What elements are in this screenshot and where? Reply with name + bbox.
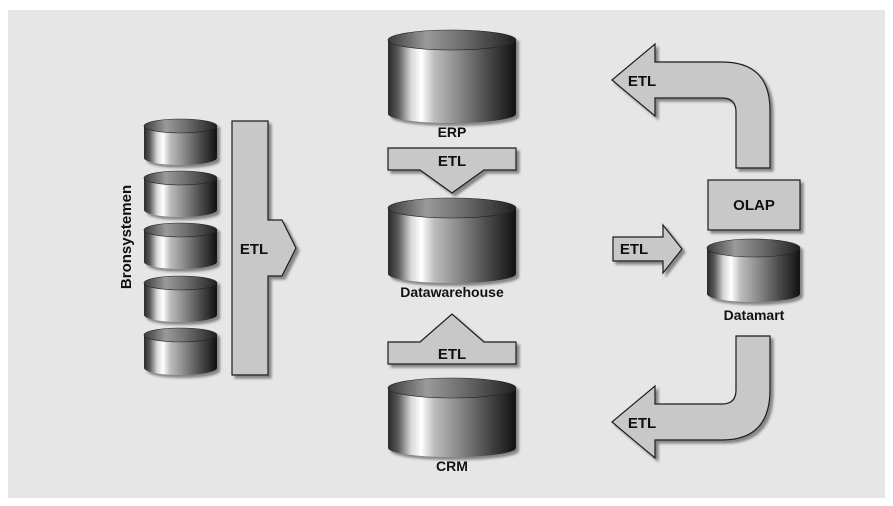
- source-system-cylinder: [143, 118, 218, 165]
- erp-cylinder: [387, 29, 517, 123]
- datamart-label: Datamart: [724, 307, 785, 323]
- datawarehouse-label: Datawarehouse: [400, 284, 504, 300]
- etl-arrow-dwh-to-datamart: [612, 223, 683, 275]
- datamart-cylinder: [706, 238, 801, 302]
- crm-label: CRM: [436, 458, 468, 474]
- etl-arrow-curved-top: [611, 42, 771, 169]
- etl-label-datamart: ETL: [620, 241, 648, 258]
- crm-cylinder: [387, 377, 517, 457]
- etl-label-bottom: ETL: [628, 415, 656, 432]
- etl-arrow-sources-to-dwh: [231, 120, 297, 376]
- etl-label-top: ETL: [628, 73, 656, 90]
- etl-arrow-crm-to-dwh: [387, 313, 517, 365]
- datawarehouse-cylinder: [387, 197, 517, 283]
- source-system-cylinder: [143, 327, 218, 375]
- erp-label: ERP: [438, 124, 467, 140]
- olap-label: OLAP: [733, 197, 775, 214]
- etl-label-sources: ETL: [240, 241, 268, 258]
- olap-box: [707, 179, 801, 231]
- source-system-cylinder: [143, 170, 218, 217]
- etl-label-crm: ETL: [438, 346, 466, 363]
- source-system-cylinder: [143, 222, 218, 269]
- etl-arrow-erp-to-dwh: [387, 147, 517, 194]
- source-systems-label: Bronsystemen: [118, 185, 135, 289]
- etl-arrow-curved-bottom: [611, 335, 771, 460]
- etl-label-erp: ETL: [438, 153, 466, 170]
- source-system-cylinder: [143, 275, 218, 322]
